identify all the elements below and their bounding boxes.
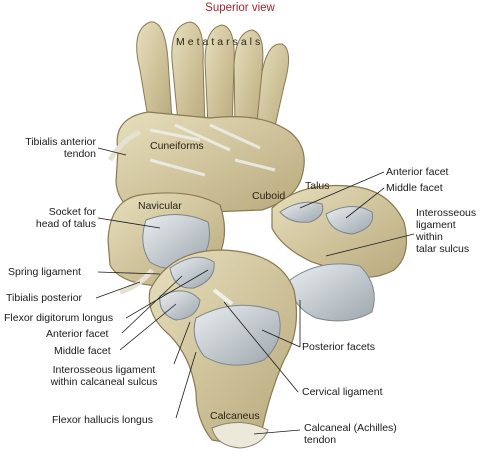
interosseous-talar-label: Interosseous ligament within talar sulcu… xyxy=(416,207,477,255)
middle-facet-left-label: Middle facet xyxy=(54,345,111,357)
achilles-label: Calcaneal (Achilles) tendon xyxy=(304,422,397,446)
talus-anterior-facet xyxy=(279,201,324,223)
talus-posterior-facet xyxy=(289,263,375,322)
calcaneus-label: Calcaneus xyxy=(210,410,260,422)
navicular-label: Navicular xyxy=(138,200,182,212)
flexor-hallucis-label: Flexor hallucis longus xyxy=(52,414,153,426)
interosseous-calcaneal-label: Interosseous ligament within calcaneal s… xyxy=(50,364,158,388)
anterior-facet-left-label: Anterior facet xyxy=(46,328,109,340)
cervical-ligament-label: Cervical ligament xyxy=(302,386,383,398)
tibialis-anterior-label: Tibialis anterior tendon xyxy=(25,136,96,160)
tibialis-anterior-tendon xyxy=(107,129,142,162)
calcaneal-anterior-facet xyxy=(169,256,215,289)
posterior-facets-label: Posterior facets xyxy=(302,341,375,353)
talus-label: Talus xyxy=(305,180,330,192)
figure-title: Superior view xyxy=(205,2,275,14)
cervical-ligament xyxy=(212,288,234,306)
calcaneal-middle-facet xyxy=(159,290,201,321)
anterior-facet-right-label: Anterior facet xyxy=(386,166,449,178)
achilles-tendon xyxy=(211,422,269,449)
metatarsals-label: Metatarsals xyxy=(176,36,264,48)
tibialis-posterior-tendon xyxy=(119,268,154,295)
ligament-strands xyxy=(149,123,276,177)
leader-lines xyxy=(95,147,415,435)
socket-label: Socket for head of talus xyxy=(35,206,96,230)
flexor-digitorum-label: Flexor digitorum longus xyxy=(4,312,114,324)
cuboid-label: Cuboid xyxy=(252,190,286,202)
tibialis-posterior-label: Tibialis posterior xyxy=(6,292,83,304)
calcaneal-posterior-facet xyxy=(193,304,281,366)
cuneiforms-label: Cuneiforms xyxy=(150,140,204,152)
talus-middle-facet xyxy=(325,206,374,235)
spring-ligament-label: Spring ligament xyxy=(8,266,81,278)
middle-facet-right-label: Middle facet xyxy=(386,182,443,194)
